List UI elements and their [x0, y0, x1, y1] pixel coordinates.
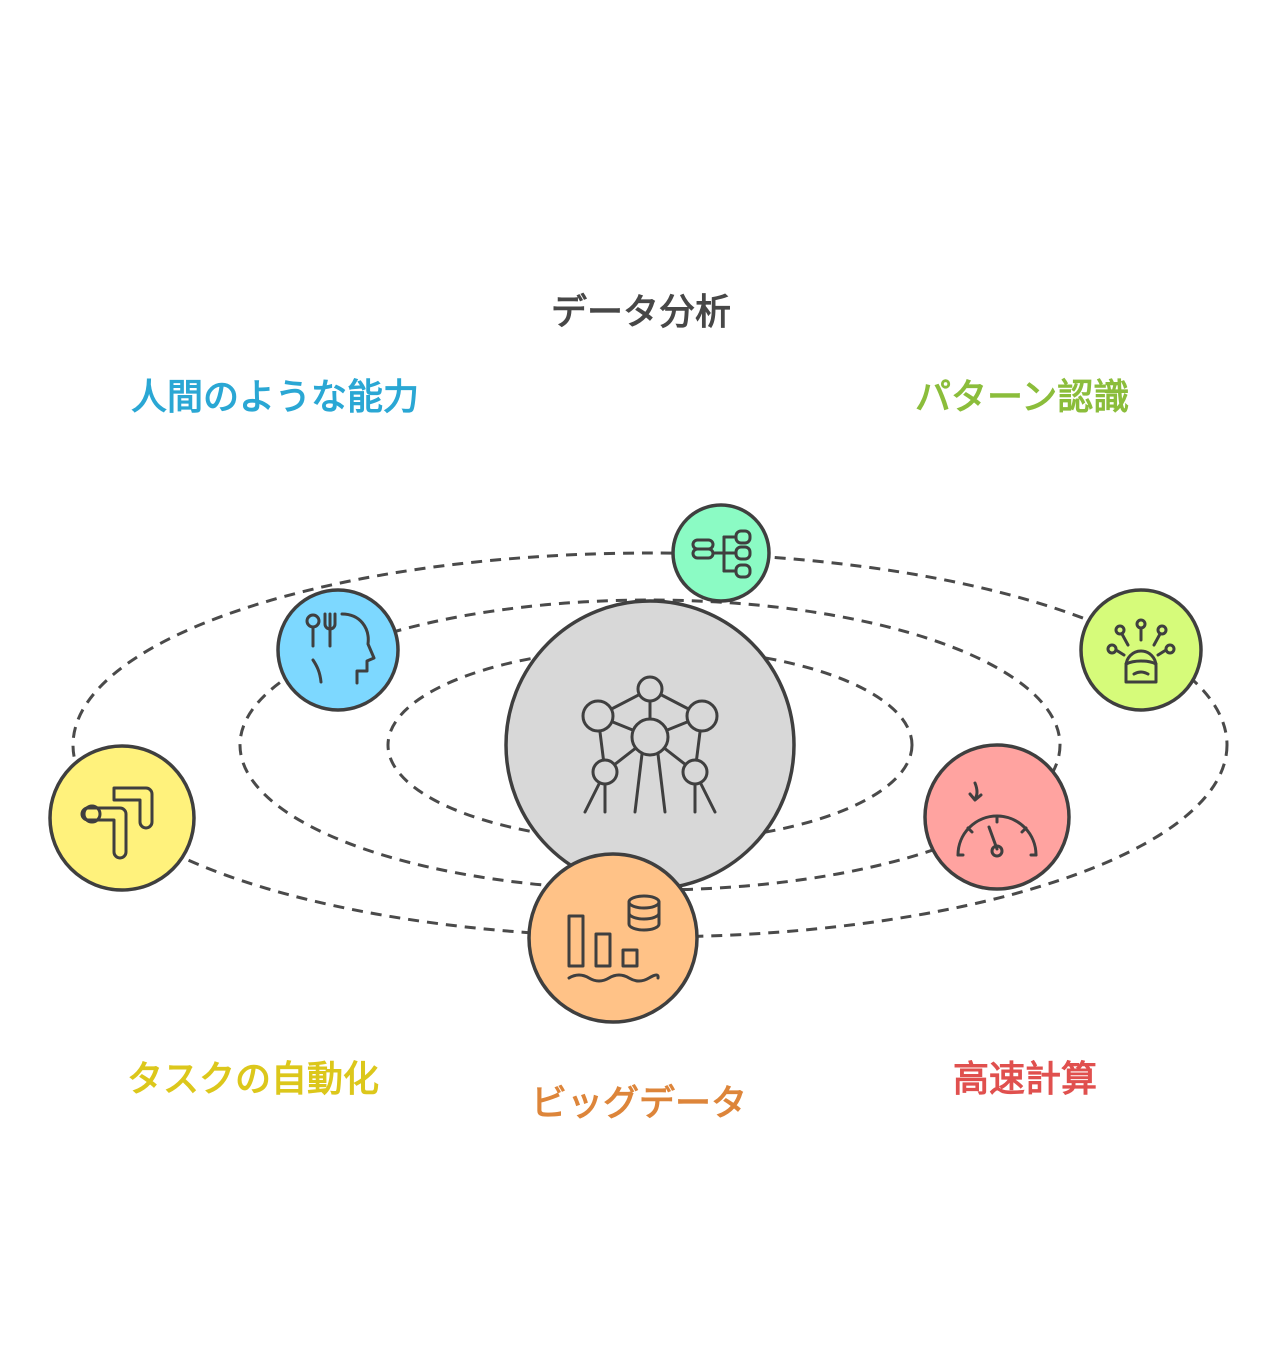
- data-analysis-node: [671, 503, 771, 603]
- task-automation-node: [48, 744, 196, 892]
- high-speed-computing-label: 高速計算: [953, 1059, 1098, 1100]
- data-analysis-label: データ分析: [551, 292, 732, 333]
- atomium-icon: [581, 675, 719, 814]
- pattern-recognition-label: パターン認識: [915, 377, 1130, 418]
- data-lake-icon: [567, 894, 661, 983]
- speedometer-icon: [956, 781, 1038, 858]
- pattern-recognition-node: [1079, 588, 1203, 712]
- center-node: [504, 599, 796, 891]
- face-network-icon: [1106, 618, 1176, 684]
- head-with-cutlery-icon: [305, 612, 376, 685]
- process-flow-icon: [80, 786, 154, 860]
- high-speed-computing-node: [923, 743, 1071, 891]
- task-automation-label: タスクの自動化: [127, 1059, 380, 1100]
- inner-orbit: [386, 646, 914, 844]
- database-tree-icon: [691, 529, 752, 579]
- big-data-label: ビッグデータ: [531, 1083, 748, 1124]
- big-data-node: [527, 852, 699, 1024]
- human-like-ability-node: [276, 588, 400, 712]
- outer-orbit: [71, 551, 1229, 939]
- human-like-ability-label: 人間のような能力: [131, 377, 420, 418]
